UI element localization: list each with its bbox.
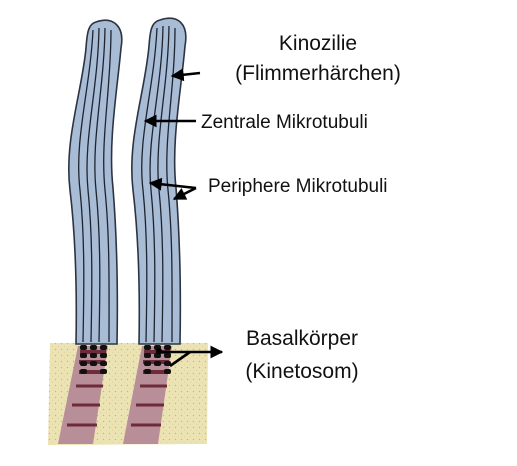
label-basal-body-title: Basalkörper (246, 327, 358, 350)
label-central-microtubules: Zentrale Mikrotubuli (201, 112, 368, 133)
basal-body-left (80, 345, 107, 374)
cilium-right (130, 17, 187, 345)
label-kinocilium-title: Kinozilie (279, 32, 357, 55)
pointer-arrows (143, 68, 224, 368)
arrow-peripheral-microtubules-1 (148, 177, 197, 191)
cilium-left (67, 19, 123, 345)
label-kinocilium-subtitle: (Flimmerhärchen) (235, 62, 401, 85)
arrow-kinocilium (170, 68, 201, 82)
basal-body-right (144, 345, 171, 374)
arrow-peripheral-microtubules-2 (172, 186, 197, 201)
label-peripheral-microtubules: Periphere Mikrotubuli (208, 176, 388, 197)
arrow-basal-body-down (169, 350, 191, 368)
microtubules-left (78, 27, 112, 343)
label-basal-body-subtitle: (Kinetosom) (245, 360, 358, 383)
basal-body-pointer-dot (156, 348, 162, 354)
